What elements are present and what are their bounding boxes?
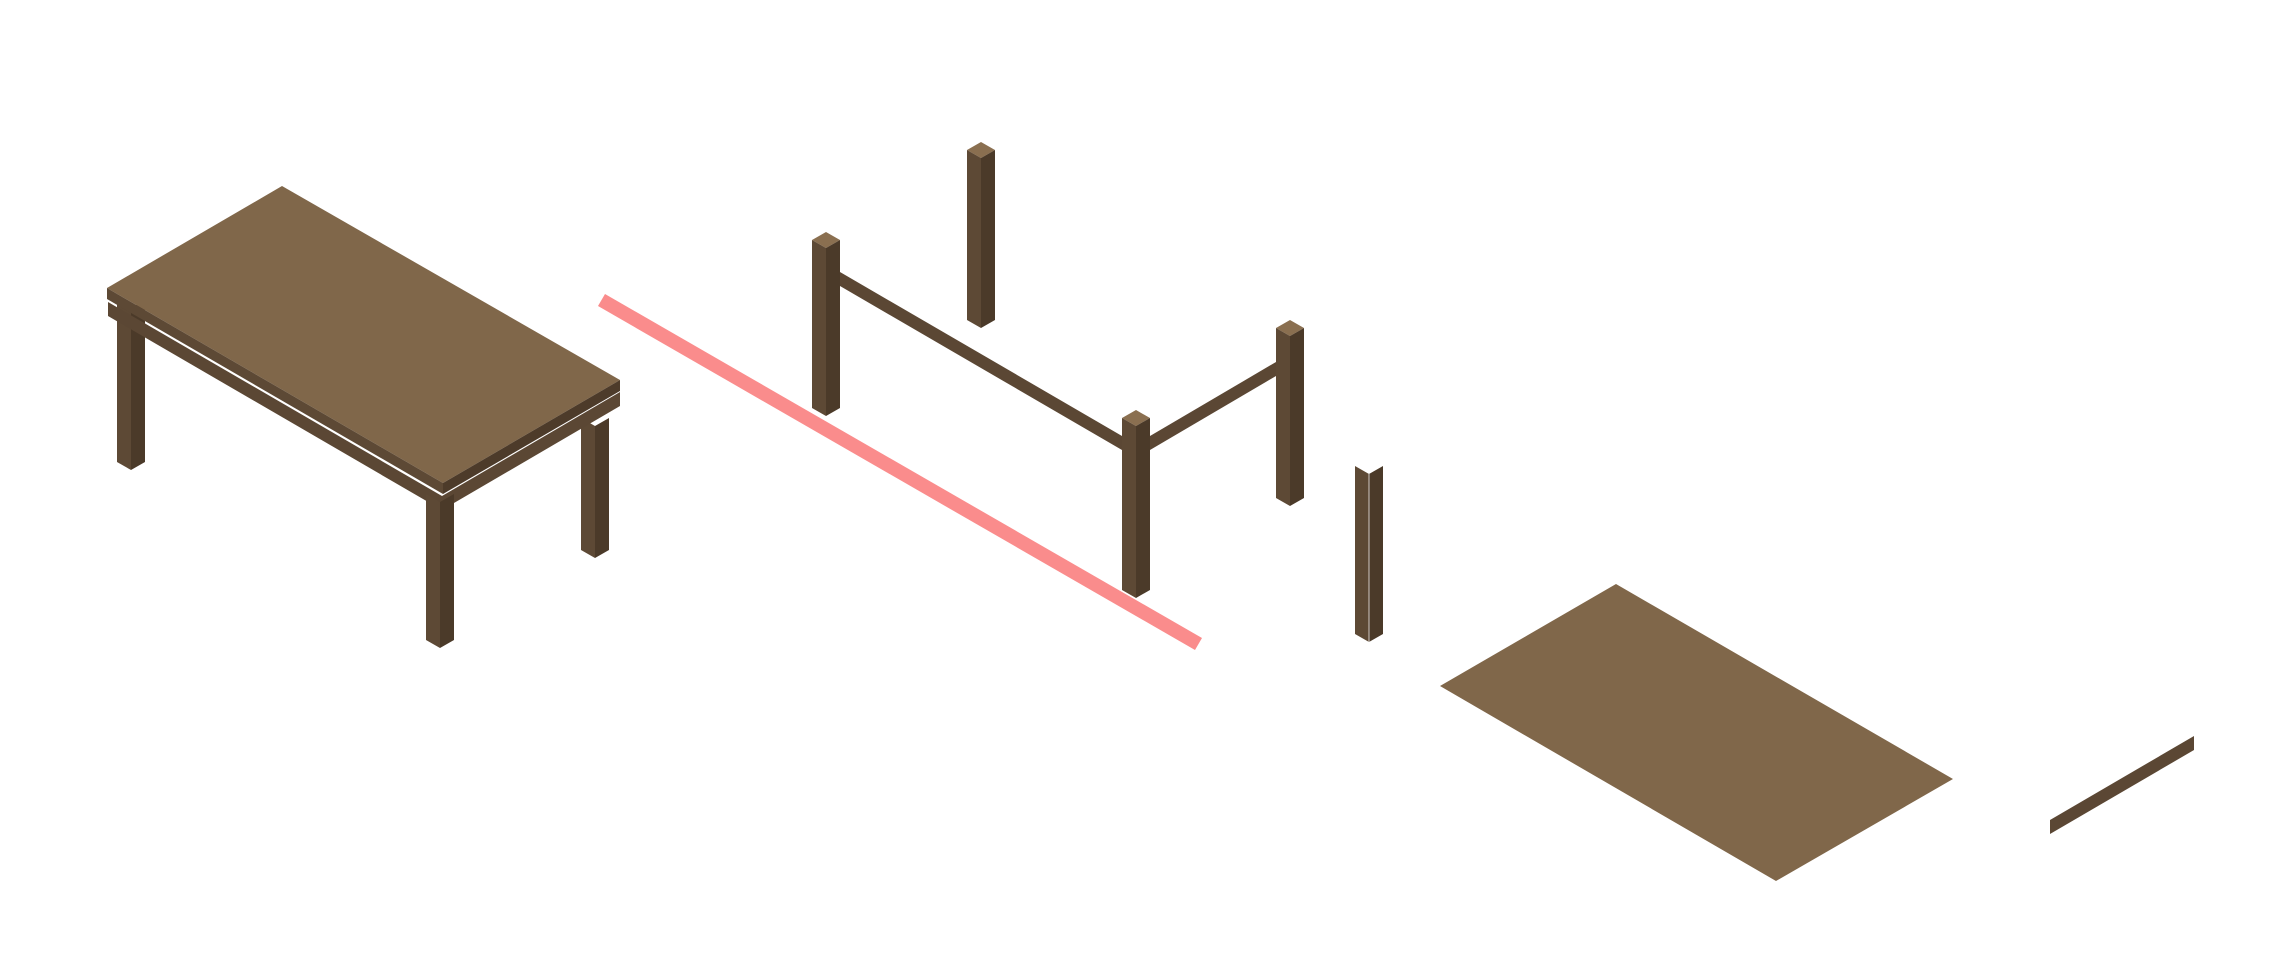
- leg-frame-right-leg: [1276, 320, 1304, 506]
- tabletop-panel[interactable]: [1440, 584, 1953, 881]
- short-apron-rail[interactable]: [2050, 736, 2194, 834]
- table-apron-right: [442, 392, 620, 510]
- assembled-table: [107, 186, 620, 648]
- table-leg-back-left: [117, 300, 145, 470]
- table-leg-front: [426, 494, 454, 648]
- table-apron-left: [108, 302, 442, 510]
- leg-frame-back-right-leg: [967, 142, 995, 328]
- leg-frame-back-left-leg: [812, 232, 840, 416]
- leg-frame-long-apron: [840, 272, 1122, 450]
- table-top: [107, 186, 620, 494]
- leg-frame-short-apron: [1150, 362, 1276, 450]
- highlighted-long-apron[interactable]: [598, 294, 1202, 650]
- leg-frame-front-leg: [1122, 410, 1150, 598]
- leg-frame-assembly: [812, 232, 1304, 598]
- loose-leg[interactable]: [1355, 466, 1383, 642]
- table-leg-back-right: [581, 418, 609, 558]
